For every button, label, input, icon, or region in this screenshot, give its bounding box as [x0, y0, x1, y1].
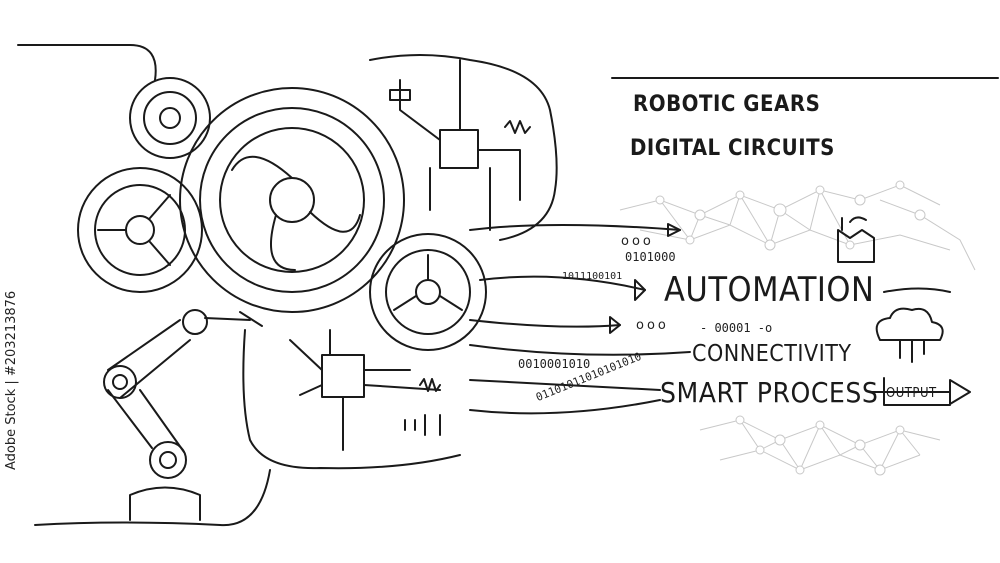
binary-text: 0010001010: [518, 357, 591, 371]
dots-text: ooo: [621, 234, 654, 249]
flow-lines: [469, 223, 971, 415]
label-connectivity: CONNECTIVITY: [692, 341, 852, 367]
factory-icon: [837, 216, 875, 263]
dots-text: ooo: [636, 318, 669, 333]
upper-circuit-icon: [369, 54, 558, 241]
binary-text: 1011100101: [562, 271, 623, 282]
center-gear-icon: [369, 233, 487, 351]
lead-line-bottom: [34, 469, 271, 527]
cloud-network-icon: [875, 307, 944, 363]
small-gear-icon: [129, 77, 211, 159]
robot-arm-icon: [103, 309, 263, 521]
medium-gear-icon: [77, 167, 203, 293]
large-gear-icon: [179, 87, 405, 313]
binary-text: 0101000: [625, 250, 676, 264]
label-robotic-gears: ROBOTIC GEARS: [633, 92, 821, 117]
network-mesh: [619, 184, 976, 472]
binary-text: - 00001 -o: [700, 321, 773, 335]
label-output: OUTPUT: [886, 386, 937, 401]
label-digital-circuits: DIGITAL CIRCUITS: [630, 136, 835, 161]
lead-line-top: [17, 44, 157, 81]
stock-watermark: Adobe Stock | #203213876: [4, 290, 19, 470]
label-automation: AUTOMATION: [664, 270, 875, 310]
label-smart-process: SMART PROCESS: [660, 376, 879, 409]
lower-circuit-icon: [242, 329, 461, 470]
